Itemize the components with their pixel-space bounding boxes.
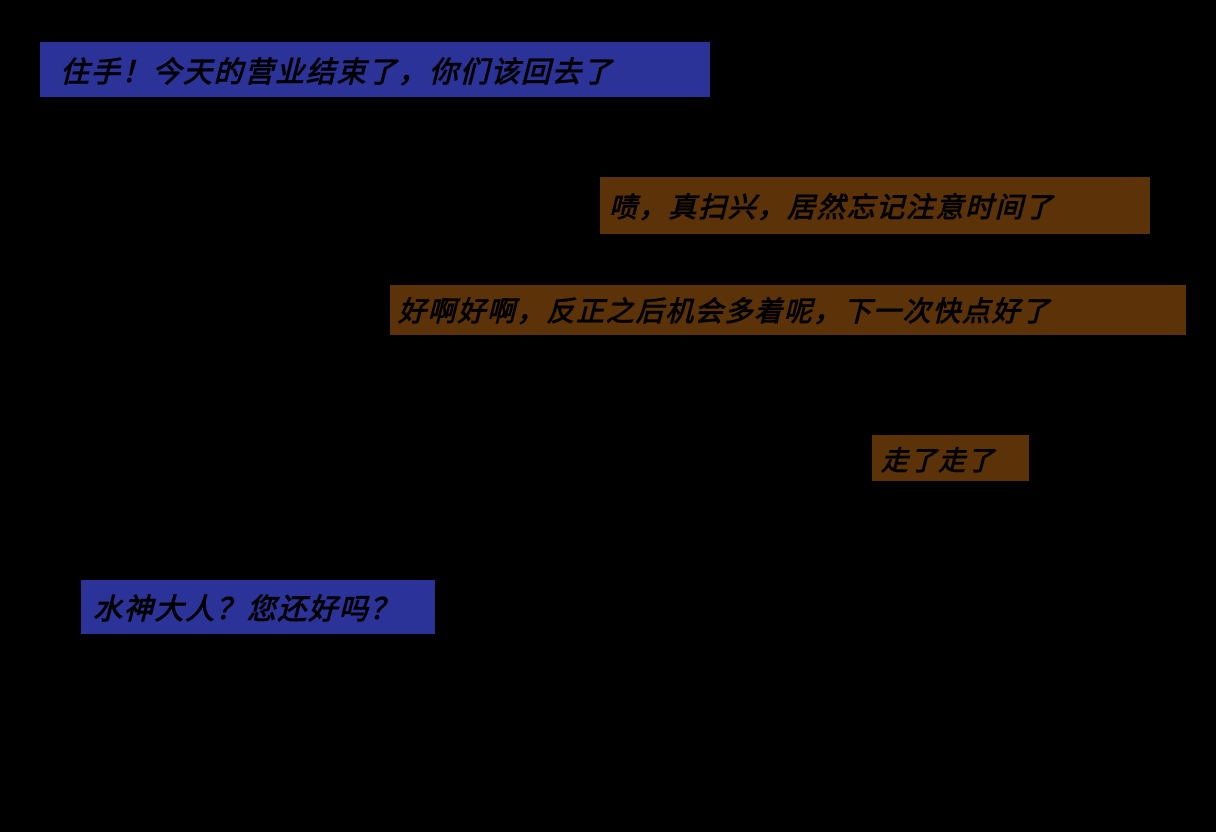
dialogue-text: 水神大人？您还好吗？ <box>93 592 401 626</box>
dialogue-line-1[interactable]: 住手！今天的营业结束了，你们该回去了 <box>40 42 710 97</box>
dialogue-line-5[interactable]: 水神大人？您还好吗？ <box>81 580 435 634</box>
dialogue-line-4[interactable]: 走了走了 <box>872 435 1029 481</box>
dialogue-text: 好啊好啊，反正之后机会多着呢，下一次快点好了 <box>398 295 1051 328</box>
dialogue-line-3[interactable]: 好啊好啊，反正之后机会多着呢，下一次快点好了 <box>390 285 1186 335</box>
dialogue-text: 走了走了 <box>881 445 996 477</box>
dialogue-text: 住手！今天的营业结束了，你们该回去了 <box>60 54 614 89</box>
dialogue-text: 啧，真扫兴，居然忘记注意时间了 <box>609 190 1055 224</box>
dialogue-line-2[interactable]: 啧，真扫兴，居然忘记注意时间了 <box>600 177 1150 234</box>
